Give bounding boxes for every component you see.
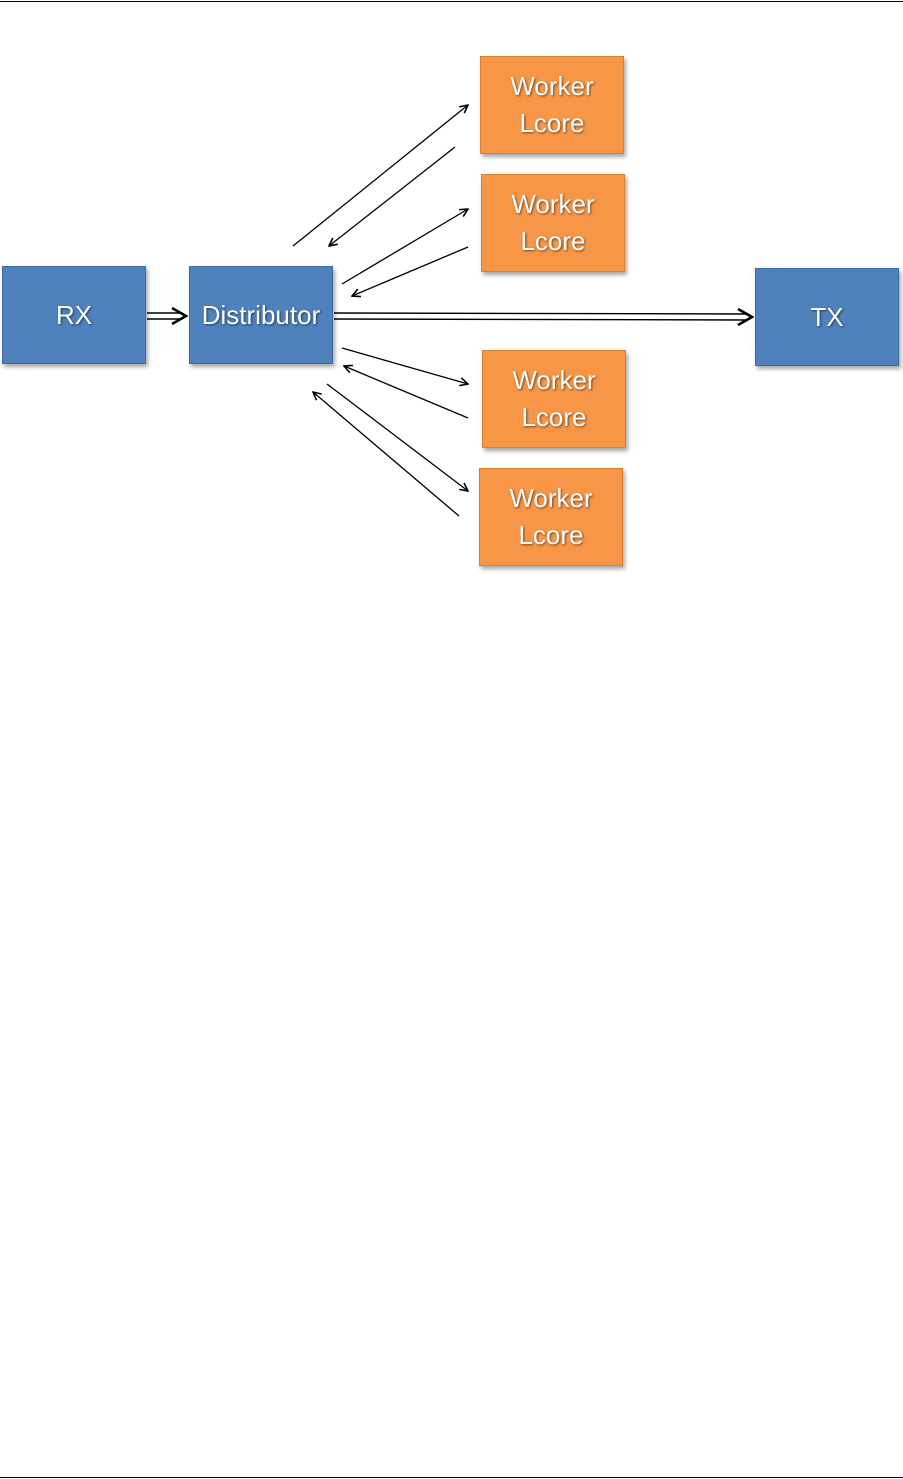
bottom-rule [0, 1477, 903, 1478]
edge-distributor-to-worker-3 [341, 347, 468, 384]
edge-worker-1-to-distributor [329, 146, 456, 246]
worker-lcore-1: Worker Lcore [480, 56, 624, 154]
edge-rx-to-distributor [147, 313, 186, 319]
worker-lcore-2: Worker Lcore [481, 174, 625, 272]
top-rule [0, 1, 903, 2]
edge-worker-3-to-distributor [344, 366, 469, 419]
worker-lcore-1-label: Worker Lcore [510, 71, 594, 138]
tx-node: TX [755, 268, 899, 366]
edge-distributor-to-worker-4 [326, 383, 468, 491]
distributor-diagram [147, 0, 903, 517]
worker-lcore-2-label: Worker Lcore [511, 189, 595, 256]
rx-node: RX [2, 266, 146, 364]
edge-worker-4-to-distributor [313, 392, 460, 517]
rx-label: RX [55, 299, 93, 330]
worker-lcore-4-label: Worker Lcore [509, 483, 593, 550]
distributor-node: Distributor [189, 266, 333, 364]
worker-lcore-3: Worker Lcore [482, 350, 626, 448]
tx-label: TX [810, 301, 844, 332]
distributor-label: Distributor [201, 299, 321, 330]
edge-distributor-to-tx [333, 313, 752, 320]
edge-worker-2-to-distributor [352, 246, 469, 296]
worker-lcore-3-label: Worker Lcore [512, 365, 596, 432]
edge-distributor-to-worker-2 [341, 209, 468, 285]
worker-lcore-4: Worker Lcore [479, 468, 623, 566]
edge-distributor-to-worker-1 [292, 105, 468, 247]
